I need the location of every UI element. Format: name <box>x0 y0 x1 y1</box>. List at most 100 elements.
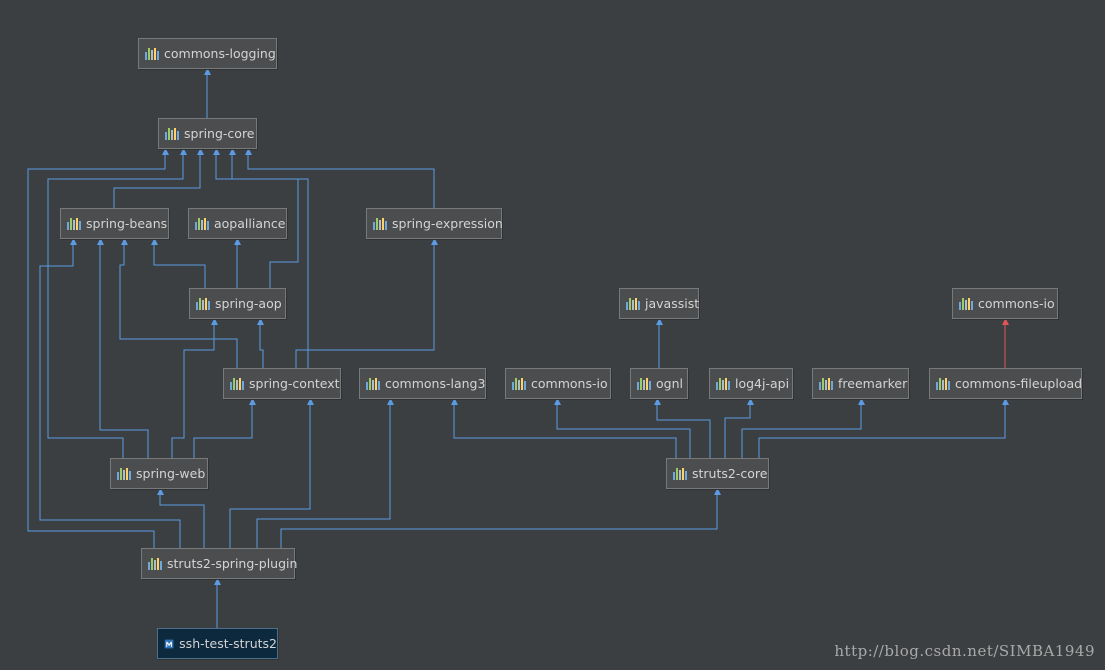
node-label: spring-beans <box>86 216 168 231</box>
node-label: spring-expression <box>392 216 503 231</box>
node-javassist[interactable]: javassist <box>619 288 699 319</box>
arrowhead-struts2-spring-plugin-to-spring-beans <box>70 238 77 245</box>
arrowhead-spring-context-to-spring-expression <box>431 238 438 245</box>
node-struts2-core[interactable]: struts2-core <box>666 458 769 489</box>
node-spring-beans[interactable]: spring-beans <box>60 208 169 239</box>
node-label: spring-context <box>249 376 340 391</box>
node-ognl[interactable]: ognl <box>630 368 688 399</box>
node-commons-io-top[interactable]: commons-io <box>952 288 1058 319</box>
arrowhead-spring-web-to-spring-core <box>180 148 187 155</box>
edge-struts2-spring-plugin-to-commons-lang3 <box>256 398 391 548</box>
node-ssh-test-struts2[interactable]: ssh-test-struts2 <box>157 628 278 659</box>
node-label: ognl <box>656 376 683 391</box>
arrowhead-struts2-spring-plugin-to-commons-lang3 <box>387 398 394 405</box>
library-icon <box>959 297 973 310</box>
edge-struts2-core-to-commons-fileupload <box>758 398 1006 458</box>
edge-spring-context-to-spring-expression <box>295 238 435 368</box>
library-icon <box>936 377 950 390</box>
arrowhead-spring-web-to-spring-beans <box>97 238 104 245</box>
node-commons-logging[interactable]: commons-logging <box>138 38 277 69</box>
maven-module-icon <box>164 639 174 648</box>
edge-struts2-core-to-log4j-api <box>724 398 751 458</box>
library-icon <box>819 377 833 390</box>
arrowhead-struts2-spring-plugin-to-spring-core <box>162 148 169 155</box>
arrowhead-ognl-to-javassist <box>656 318 663 325</box>
arrowhead-struts2-core-to-ognl <box>654 398 661 405</box>
arrowhead-spring-expression-to-spring-core <box>245 148 252 155</box>
watermark-text: http://blog.csdn.net/SIMBA1949 <box>834 642 1095 660</box>
node-label: commons-io <box>531 376 608 391</box>
node-label: struts2-spring-plugin <box>167 556 298 571</box>
library-icon <box>196 297 210 310</box>
arrowhead-spring-web-to-spring-context <box>249 398 256 405</box>
edge-struts2-spring-plugin-to-spring-beans <box>39 238 181 548</box>
library-icon <box>117 467 131 480</box>
library-icon <box>148 557 162 570</box>
arrowhead-spring-context-to-spring-aop <box>257 318 264 325</box>
arrowhead-struts2-spring-plugin-to-spring-web <box>157 488 164 495</box>
edge-spring-web-to-spring-core <box>47 148 184 458</box>
arrowhead-commons-fileupload-to-commons-io-top <box>1002 318 1009 325</box>
edge-spring-web-to-spring-aop <box>171 318 215 458</box>
library-icon <box>373 217 387 230</box>
node-label: commons-io <box>978 296 1055 311</box>
edge-spring-aop-to-spring-beans <box>153 238 206 288</box>
edge-spring-web-to-spring-context <box>193 398 253 458</box>
node-label: spring-web <box>136 466 206 481</box>
library-icon <box>145 47 159 60</box>
node-spring-expression[interactable]: spring-expression <box>366 208 503 239</box>
node-label: commons-logging <box>164 46 276 61</box>
edge-struts2-spring-plugin-to-spring-context <box>229 398 311 548</box>
library-icon <box>230 377 244 390</box>
library-icon <box>626 297 640 310</box>
arrowhead-struts2-core-to-commons-fileupload <box>1002 398 1009 405</box>
node-freemarker[interactable]: freemarker <box>812 368 909 399</box>
arrowhead-spring-context-to-spring-core <box>229 148 236 155</box>
library-icon <box>366 377 380 390</box>
arrowhead-struts2-core-to-log4j-api <box>747 398 754 405</box>
edge-struts2-spring-plugin-to-struts2-core <box>280 488 718 548</box>
edge-spring-context-to-spring-aop <box>259 318 264 368</box>
edge-struts2-spring-plugin-to-spring-web <box>159 488 205 548</box>
node-commons-io[interactable]: commons-io <box>505 368 611 399</box>
edge-spring-expression-to-spring-core <box>247 148 435 208</box>
node-commons-fileupload[interactable]: commons-fileupload <box>929 368 1082 399</box>
node-struts2-spring-plugin[interactable]: struts2-spring-plugin <box>141 548 298 579</box>
arrowhead-spring-core-to-commons-logging <box>204 68 211 75</box>
arrowhead-struts2-core-to-commons-lang3 <box>451 398 458 405</box>
node-label: freemarker <box>838 376 908 391</box>
arrowhead-spring-aop-to-spring-core <box>213 148 220 155</box>
arrowhead-ssh-test-struts2-to-struts2-spring-plugin <box>214 578 221 585</box>
library-icon <box>195 217 209 230</box>
arrowhead-spring-web-to-spring-aop <box>211 318 218 325</box>
node-label: ssh-test-struts2 <box>179 636 277 651</box>
node-commons-lang3[interactable]: commons-lang3 <box>359 368 486 399</box>
library-icon <box>512 377 526 390</box>
node-spring-web[interactable]: spring-web <box>110 458 208 489</box>
library-icon <box>67 217 81 230</box>
node-aopalliance[interactable]: aopalliance <box>188 208 287 239</box>
node-log4j-api[interactable]: log4j-api <box>709 368 793 399</box>
edge-spring-web-to-spring-beans <box>99 238 149 458</box>
arrowhead-spring-context-to-spring-beans <box>121 238 128 245</box>
node-spring-core[interactable]: spring-core <box>158 118 257 149</box>
node-label: struts2-core <box>692 466 768 481</box>
node-spring-aop[interactable]: spring-aop <box>189 288 286 319</box>
node-label: spring-core <box>184 126 255 141</box>
edge-struts2-core-to-commons-lang3 <box>453 398 677 458</box>
arrowhead-struts2-core-to-commons-io <box>554 398 561 405</box>
node-label: aopalliance <box>214 216 286 231</box>
node-label: log4j-api <box>735 376 790 391</box>
library-icon <box>673 467 687 480</box>
edge-spring-context-to-spring-core <box>231 148 309 368</box>
node-spring-context[interactable]: spring-context <box>223 368 341 399</box>
library-icon <box>165 127 179 140</box>
edge-struts2-core-to-commons-io <box>556 398 691 458</box>
node-label: commons-lang3 <box>385 376 486 391</box>
node-label: spring-aop <box>215 296 282 311</box>
node-label: commons-fileupload <box>955 376 1083 391</box>
arrowhead-spring-aop-to-spring-beans <box>151 238 158 245</box>
arrowhead-spring-aop-to-aopalliance <box>234 238 241 245</box>
arrowhead-struts2-spring-plugin-to-struts2-core <box>714 488 721 495</box>
library-icon <box>716 377 730 390</box>
